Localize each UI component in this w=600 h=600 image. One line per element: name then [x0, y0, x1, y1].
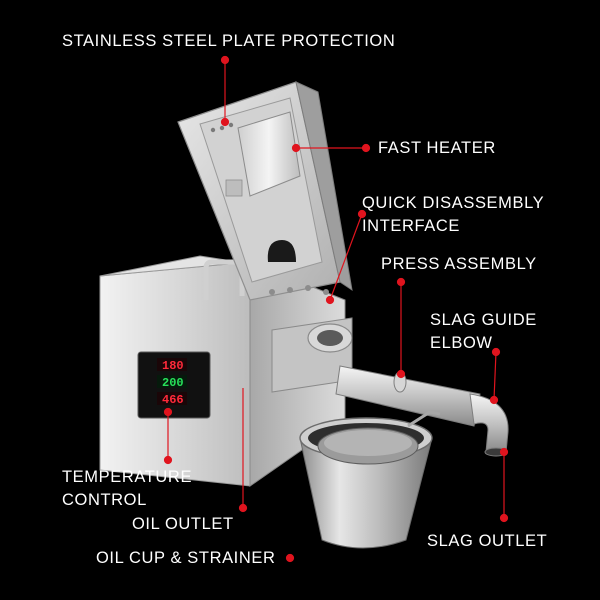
label-oil-outlet: OIL OUTLET [132, 515, 234, 533]
label-slag-guide-elbow: SLAG GUIDE ELBOW [430, 309, 537, 355]
oil-cup [299, 410, 441, 549]
label-press-assembly: PRESS ASSEMBLY [381, 255, 537, 273]
label-temperature-control-line1: TEMPERATURE [62, 468, 193, 486]
readout-time: 466 [162, 393, 184, 407]
label-quick-disassembly: QUICK DISASSEMBLY INTERFACE [362, 192, 544, 238]
label-slag-guide-elbow-line1: SLAG GUIDE [430, 311, 537, 329]
press-barrel [271, 317, 481, 427]
hopper-lid [177, 81, 353, 301]
label-slag-guide-elbow-line2: ELBOW [430, 334, 493, 352]
label-stainless-plate: STAINLESS STEEL PLATE PROTECTION [62, 32, 396, 50]
label-slag-outlet: SLAG OUTLET [427, 532, 548, 550]
callout-lines [163, 55, 509, 563]
control-panel [137, 351, 211, 419]
slag-elbow [469, 393, 509, 457]
label-temperature-control-line2: CONTROL [62, 491, 147, 509]
label-fast-heater: FAST HEATER [378, 139, 496, 157]
label-quick-disassembly-line2: INTERFACE [362, 217, 460, 235]
label-oil-cup-strainer: OIL CUP & STRAINER [96, 549, 276, 567]
readout-setpoint: 200 [162, 376, 184, 390]
label-quick-disassembly-line1: QUICK DISASSEMBLY [362, 194, 545, 212]
label-temperature-control: TEMPERATURE CONTROL [62, 466, 192, 512]
readout-temperature: 180 [162, 359, 184, 373]
